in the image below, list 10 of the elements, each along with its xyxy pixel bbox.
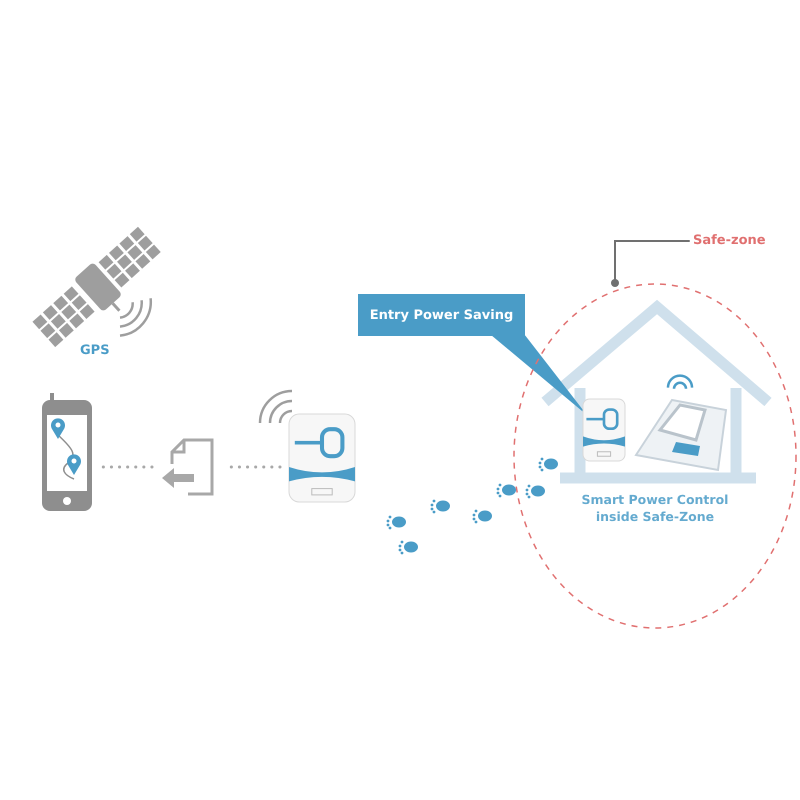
callout-pointer bbox=[492, 336, 584, 412]
zone-caption: Smart Power Control inside Safe-Zone bbox=[580, 491, 730, 525]
callout-box: Entry Power Saving bbox=[358, 294, 525, 336]
tracker-device-drawing bbox=[288, 413, 356, 503]
leader-line bbox=[611, 240, 690, 287]
smartphone-icon bbox=[42, 393, 92, 511]
safe-zone-circle bbox=[513, 283, 797, 629]
zone-label: Safe-zone bbox=[693, 228, 766, 254]
satellite-label: GPS bbox=[80, 343, 110, 358]
tracker-device-drawing bbox=[582, 398, 626, 462]
